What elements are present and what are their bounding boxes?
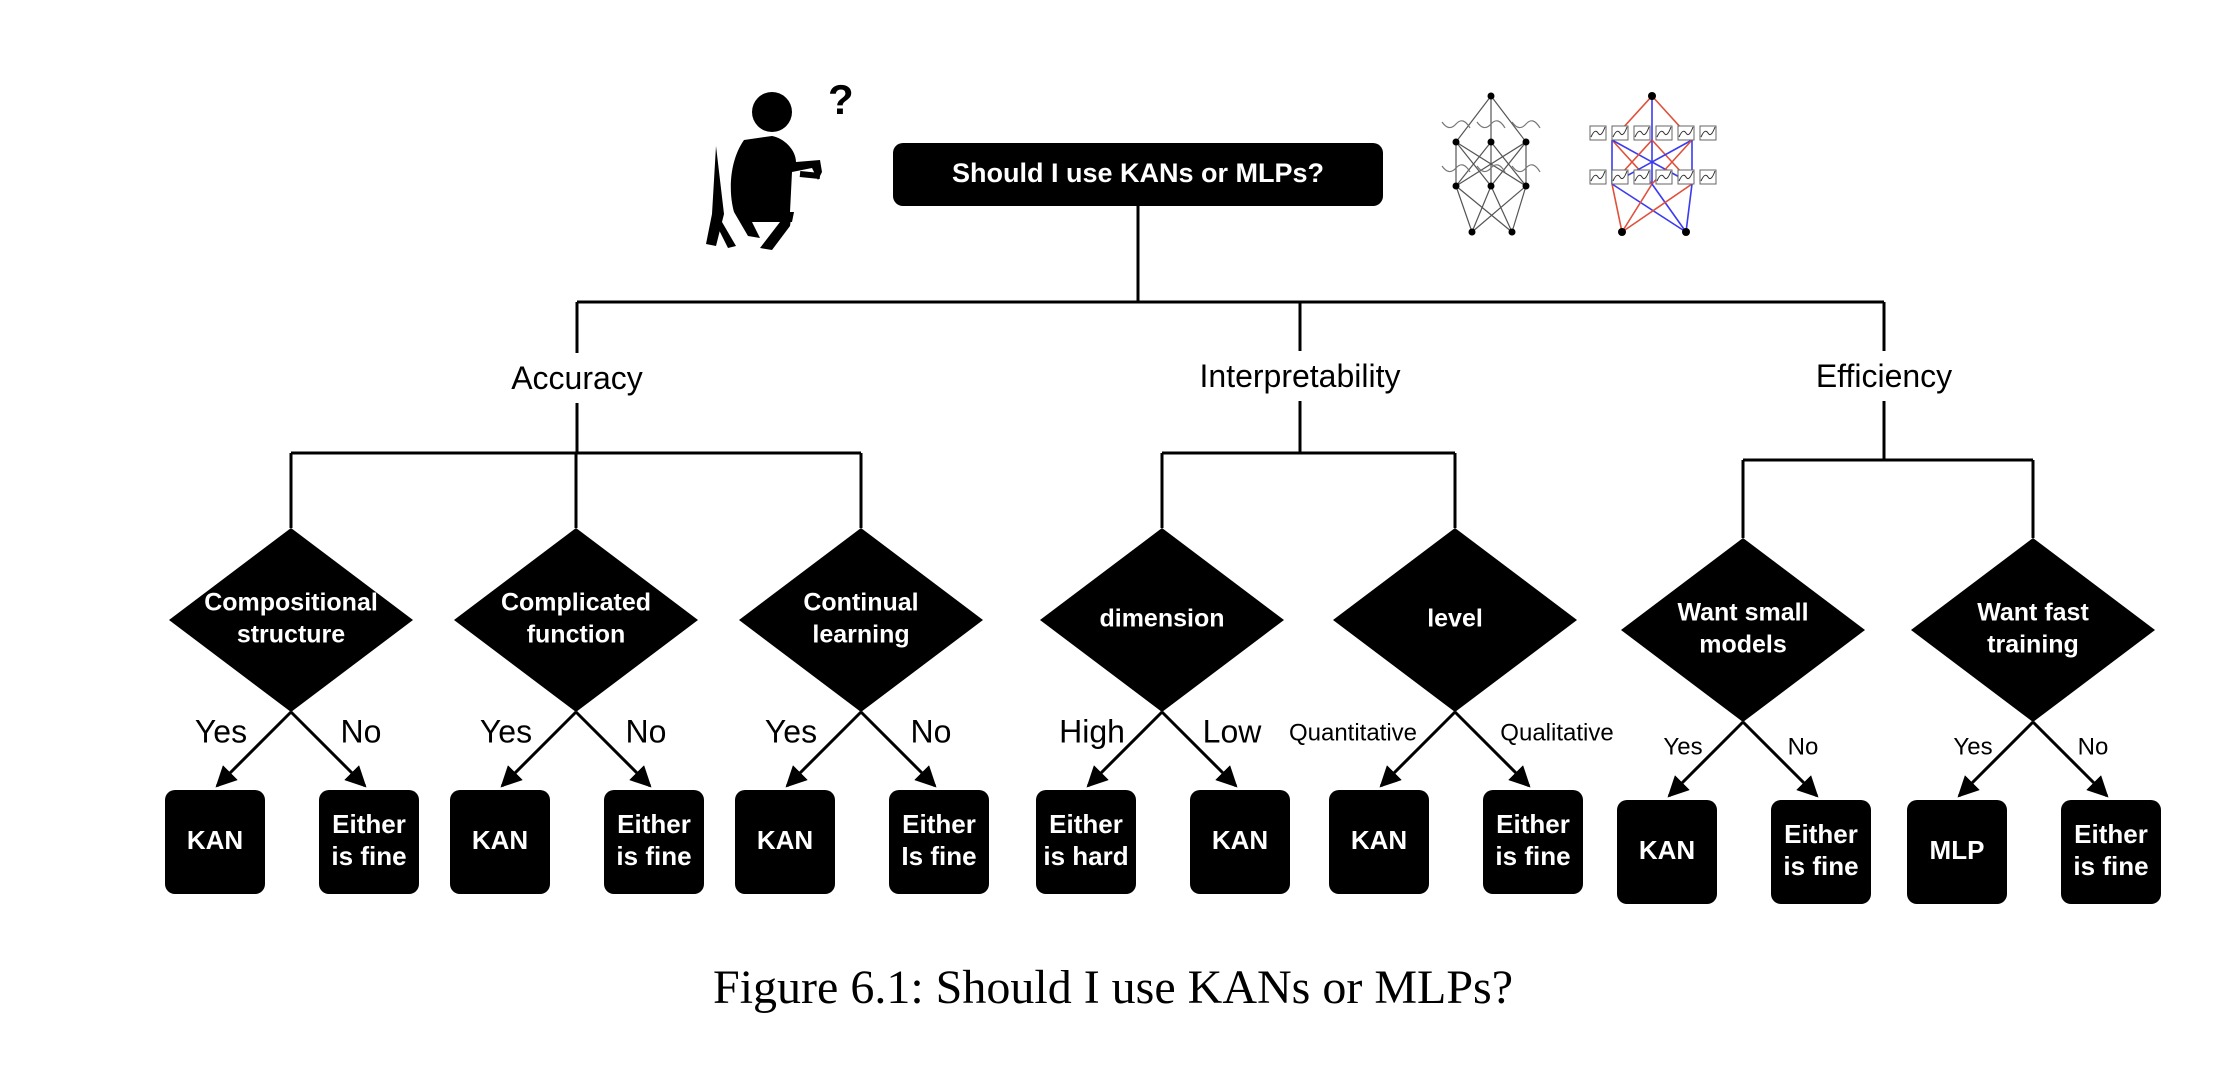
- diamond-label: Want fast: [1977, 599, 2089, 627]
- category-label-interpretability: Interpretability: [1200, 358, 1401, 394]
- decision-diamond: Complicated function: [454, 528, 698, 712]
- answer-arrow-right: [574, 710, 652, 788]
- diamond-label: Continual: [803, 589, 918, 617]
- diamond-label: dimension: [1099, 605, 1224, 633]
- outcome-text: is hard: [1043, 841, 1128, 871]
- tree-connectors: [215, 206, 2109, 798]
- diamond-label: Compositional: [204, 589, 378, 617]
- outcome-text: KAN: [187, 825, 243, 855]
- diamond-label: learning: [812, 621, 909, 649]
- answer-label-right: Qualitative: [1500, 719, 1613, 746]
- answer-arrow-left: [1086, 710, 1164, 788]
- outcome-text: KAN: [472, 825, 528, 855]
- outcome-box-left: MLP: [1907, 800, 2007, 904]
- answer-arrow-left: [500, 710, 578, 788]
- answer-arrow-left: [785, 710, 863, 788]
- outcome-text: Either: [1496, 809, 1570, 839]
- outcome-text: Either: [332, 809, 406, 839]
- answer-label-left: High: [1059, 713, 1125, 749]
- answer-arrow-left: [1957, 720, 2035, 798]
- decision-diamond: level: [1333, 528, 1577, 712]
- mlp-network-icon: [1441, 92, 1541, 236]
- kan-network-icon: [1589, 92, 1717, 236]
- figure-caption: Figure 6.1: Should I use KANs or MLPs?: [713, 961, 1513, 1014]
- answer-label-right: No: [341, 713, 382, 749]
- answer-arrow-left: [215, 710, 293, 788]
- answer-arrow-left: [1379, 710, 1457, 788]
- answer-label-right: No: [626, 713, 667, 749]
- decision-diamond: Want fast training: [1911, 538, 2155, 722]
- category-label-efficiency: Efficiency: [1816, 358, 1952, 394]
- answer-label-right: No: [911, 713, 952, 749]
- answer-arrow-right: [859, 710, 937, 788]
- question-mark-icon: ?: [828, 76, 854, 123]
- diamond-label: structure: [237, 621, 345, 649]
- outcome-text: is fine: [616, 841, 691, 871]
- decision-diamond: Continual learning: [739, 528, 983, 712]
- root-question-box: Should I use KANs or MLPs?: [893, 143, 1383, 206]
- answer-arrow-right: [1741, 720, 1819, 798]
- decision-diamond: dimension: [1040, 528, 1284, 712]
- diamond-label: function: [527, 621, 626, 649]
- thinking-person-icon: [706, 92, 822, 250]
- decision-diamond: Compositional structure: [169, 528, 413, 712]
- outcome-box-left: KAN: [450, 790, 550, 894]
- outcome-text: MLP: [1930, 835, 1985, 865]
- diamond-label: training: [1987, 631, 2079, 659]
- outcome-text: is fine: [1783, 851, 1858, 881]
- outcome-box-left: KAN: [165, 790, 265, 894]
- outcome-text: KAN: [1212, 825, 1268, 855]
- answer-arrow-right: [1160, 710, 1238, 788]
- category-label-accuracy: Accuracy: [511, 360, 643, 396]
- outcome-box-right: KAN: [1190, 790, 1290, 894]
- answer-label-left: Yes: [765, 713, 817, 749]
- outcome-text: KAN: [1351, 825, 1407, 855]
- outcome-text: is fine: [1495, 841, 1570, 871]
- outcome-text: Either: [1049, 809, 1123, 839]
- outcome-text: is fine: [331, 841, 406, 871]
- answer-label-right: Low: [1203, 713, 1263, 749]
- outcome-text: Either: [902, 809, 976, 839]
- answer-arrow-right: [1453, 710, 1531, 788]
- outcome-text: KAN: [757, 825, 813, 855]
- answer-arrow-left: [1667, 720, 1745, 798]
- answer-label-left: Quantitative: [1289, 719, 1417, 746]
- outcome-text: is fine: [2073, 851, 2148, 881]
- answer-label-left: Yes: [195, 713, 247, 749]
- answer-label-left: Yes: [1953, 733, 1992, 760]
- answer-label-left: Yes: [1663, 733, 1702, 760]
- outcome-box-left: KAN: [1617, 800, 1717, 904]
- answer-label-right: No: [2078, 733, 2109, 760]
- outcome-text: KAN: [1639, 835, 1695, 865]
- root-question-text: Should I use KANs or MLPs?: [952, 158, 1324, 188]
- outcome-text: Either: [2074, 819, 2148, 849]
- outcome-text: Either: [1784, 819, 1858, 849]
- answer-arrow-right: [289, 710, 367, 788]
- diamond-label: models: [1699, 631, 1787, 659]
- outcome-text: Either: [617, 809, 691, 839]
- answer-arrow-right: [2031, 720, 2109, 798]
- outcome-box-left: KAN: [1329, 790, 1429, 894]
- diamond-label: level: [1427, 605, 1483, 633]
- diamond-label: Want small: [1677, 599, 1808, 627]
- answer-label-right: No: [1788, 733, 1819, 760]
- diamond-label: Complicated: [501, 589, 651, 617]
- outcome-text: Is fine: [901, 841, 976, 871]
- decision-diamond: Want small models: [1621, 538, 1865, 722]
- outcome-box-left: KAN: [735, 790, 835, 894]
- answer-label-left: Yes: [480, 713, 532, 749]
